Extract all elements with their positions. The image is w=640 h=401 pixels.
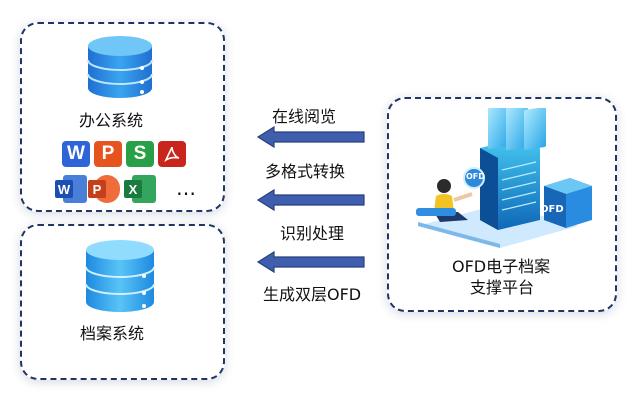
wps-presentation-icon: P bbox=[94, 141, 122, 167]
pdf-icon bbox=[158, 141, 186, 167]
archive-system-label: 档案系统 bbox=[80, 324, 145, 343]
ofd-platform-illustration bbox=[416, 108, 592, 248]
wps-spreadsheet-icon: S bbox=[126, 141, 154, 167]
dual-layer-ofd-label: 生成双层OFD bbox=[263, 285, 362, 304]
format-convert-arrow bbox=[256, 188, 365, 212]
ofd-badge-tower: OFD bbox=[466, 172, 485, 181]
online-view-arrow bbox=[256, 125, 365, 149]
recognition-arrow bbox=[256, 250, 365, 274]
ofd-badge-cube: OFD bbox=[540, 204, 564, 215]
powerpoint-icon: P bbox=[88, 175, 120, 203]
platform-title-line1: OFD电子档案 bbox=[452, 257, 551, 276]
word-icon: W bbox=[55, 175, 87, 203]
more-apps-ellipsis: … bbox=[176, 176, 197, 200]
format-convert-label: 多格式转换 bbox=[265, 162, 346, 181]
wps-writer-icon: W bbox=[62, 141, 90, 167]
online-view-label: 在线阅览 bbox=[272, 107, 337, 126]
recognition-label: 识别处理 bbox=[280, 224, 345, 243]
excel-icon: X bbox=[124, 175, 156, 203]
office-system-label: 办公系统 bbox=[79, 111, 144, 130]
archive-database-icon bbox=[85, 240, 155, 312]
platform-title-line2: 支撑平台 bbox=[470, 278, 535, 297]
office-database-icon bbox=[87, 36, 153, 98]
